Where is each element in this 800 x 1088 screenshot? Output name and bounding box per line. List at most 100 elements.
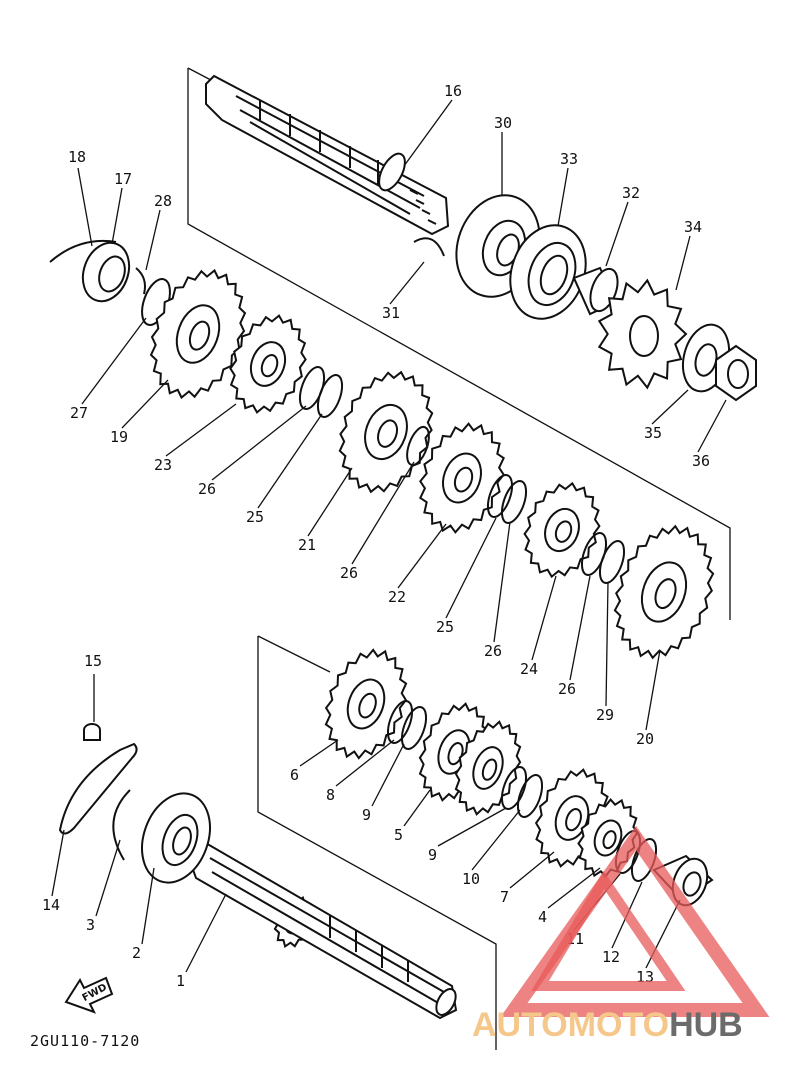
leader-line-3: [605, 201, 629, 267]
leader-line-23: [651, 389, 689, 425]
leader-line-40: [185, 893, 227, 973]
leader-line-14: [307, 467, 353, 537]
gear-21-hub: [364, 403, 408, 461]
callout-20: 20: [636, 730, 654, 748]
gear-23-hub: [249, 341, 287, 387]
leader-line-31: [471, 809, 521, 871]
callout-2: 2: [132, 944, 141, 962]
callout-26-b: 26: [340, 564, 358, 582]
callout-12: 12: [602, 948, 620, 966]
callout-35: 35: [644, 424, 662, 442]
circlip-18: [49, 239, 117, 263]
leader-line-26: [299, 739, 339, 767]
callout-34: 34: [684, 218, 702, 236]
callout-23: 23: [154, 456, 172, 474]
callout-26-c: 26: [484, 642, 502, 660]
leader-line-33: [547, 867, 601, 909]
circlip-28: [135, 267, 146, 295]
gear-24-hub: [544, 507, 580, 553]
callout-31: 31: [382, 304, 400, 322]
gear-22-teeth: [419, 422, 505, 534]
leader-line-16: [397, 523, 447, 589]
leader-line-37: [51, 829, 65, 897]
callout-33: 33: [560, 150, 578, 168]
leader-line-13: [257, 413, 323, 509]
gear-19-bore: [188, 320, 211, 351]
callout-25-a: 25: [246, 508, 264, 526]
leader-line-22: [645, 649, 661, 731]
leader-line-17: [445, 517, 497, 619]
gear-21-bore: [377, 419, 399, 448]
gear-20-teeth: [613, 524, 715, 660]
gear-5b-bore: [481, 758, 498, 781]
gear-22: [419, 422, 505, 534]
gear-6-hub: [346, 678, 386, 730]
leader-line-11: [165, 403, 237, 457]
leader-line-15: [351, 461, 415, 565]
gear-21: [338, 370, 434, 494]
oil-seal-33: [509, 224, 587, 320]
leader-line-5: [77, 167, 93, 247]
leader-line-21: [605, 581, 609, 707]
callout-21: 21: [298, 536, 316, 554]
callout-17: 17: [114, 170, 132, 188]
leader-line-29: [403, 789, 431, 827]
callout-29: 29: [596, 706, 614, 724]
gear-7-bore: [565, 808, 582, 832]
gear-23: [229, 314, 307, 414]
gear-19-hub: [175, 304, 221, 364]
callout-18: 18: [68, 148, 86, 166]
callout-9-a: 9: [362, 806, 371, 824]
callout-24: 24: [520, 660, 538, 678]
leader-line-7: [145, 209, 161, 271]
gear-5b-teeth: [454, 720, 522, 816]
leader-line-19: [531, 575, 557, 661]
gear-4-bore: [602, 830, 617, 850]
diagram-code: 2GU110-7120: [30, 1032, 140, 1050]
callout-7: 7: [500, 888, 509, 906]
leader-line-2: [557, 167, 569, 227]
fwd-arrow-icon: FWD: [64, 976, 114, 1014]
gear-5b-hub: [472, 746, 504, 790]
callout-labels: 16 30 33 32 34 18 17 28 31 27 19 23 26 2…: [42, 82, 710, 990]
gear-23-teeth: [229, 314, 307, 414]
callout-8: 8: [326, 786, 335, 804]
gear-22-hub: [442, 452, 482, 504]
gear-20-hub: [640, 561, 688, 623]
bearing-2: [141, 792, 211, 884]
gear-24: [523, 481, 601, 579]
callout-28: 28: [154, 192, 172, 210]
watermark-text: AUTOMOTOHUB: [472, 1006, 743, 1044]
bearing-stopper-14: [58, 742, 138, 835]
circlip-31: [413, 237, 445, 257]
callout-26-a: 26: [198, 480, 216, 498]
bearing-17: [49, 239, 131, 303]
callout-9-b: 9: [428, 846, 437, 864]
callout-3: 3: [86, 916, 95, 934]
circlip-3: [112, 789, 131, 861]
sprocket-34: [597, 278, 688, 390]
gear-7-hub: [554, 795, 590, 841]
leader-line-32: [509, 851, 555, 889]
callout-4: 4: [538, 908, 547, 926]
leader-line-27: [335, 739, 395, 787]
washers: [298, 366, 658, 882]
callout-10: 10: [462, 870, 480, 888]
gear-6-bore: [358, 692, 377, 719]
callout-36: 36: [692, 452, 710, 470]
gear-5b: [454, 720, 522, 816]
leader-line-30: [437, 807, 507, 847]
watermark-logo: AUTOMOTOHUB: [472, 825, 770, 1044]
gear-24-teeth: [523, 481, 601, 579]
callout-14: 14: [42, 896, 60, 914]
leader-line-10: [121, 379, 169, 429]
gear-20-bore: [654, 578, 677, 610]
leader-line-24: [697, 399, 727, 453]
leader-line-4: [675, 235, 691, 291]
callout-22: 22: [388, 588, 406, 606]
leader-line-28: [371, 743, 405, 807]
callout-15: 15: [84, 652, 102, 670]
gear-4-hub: [593, 819, 623, 857]
